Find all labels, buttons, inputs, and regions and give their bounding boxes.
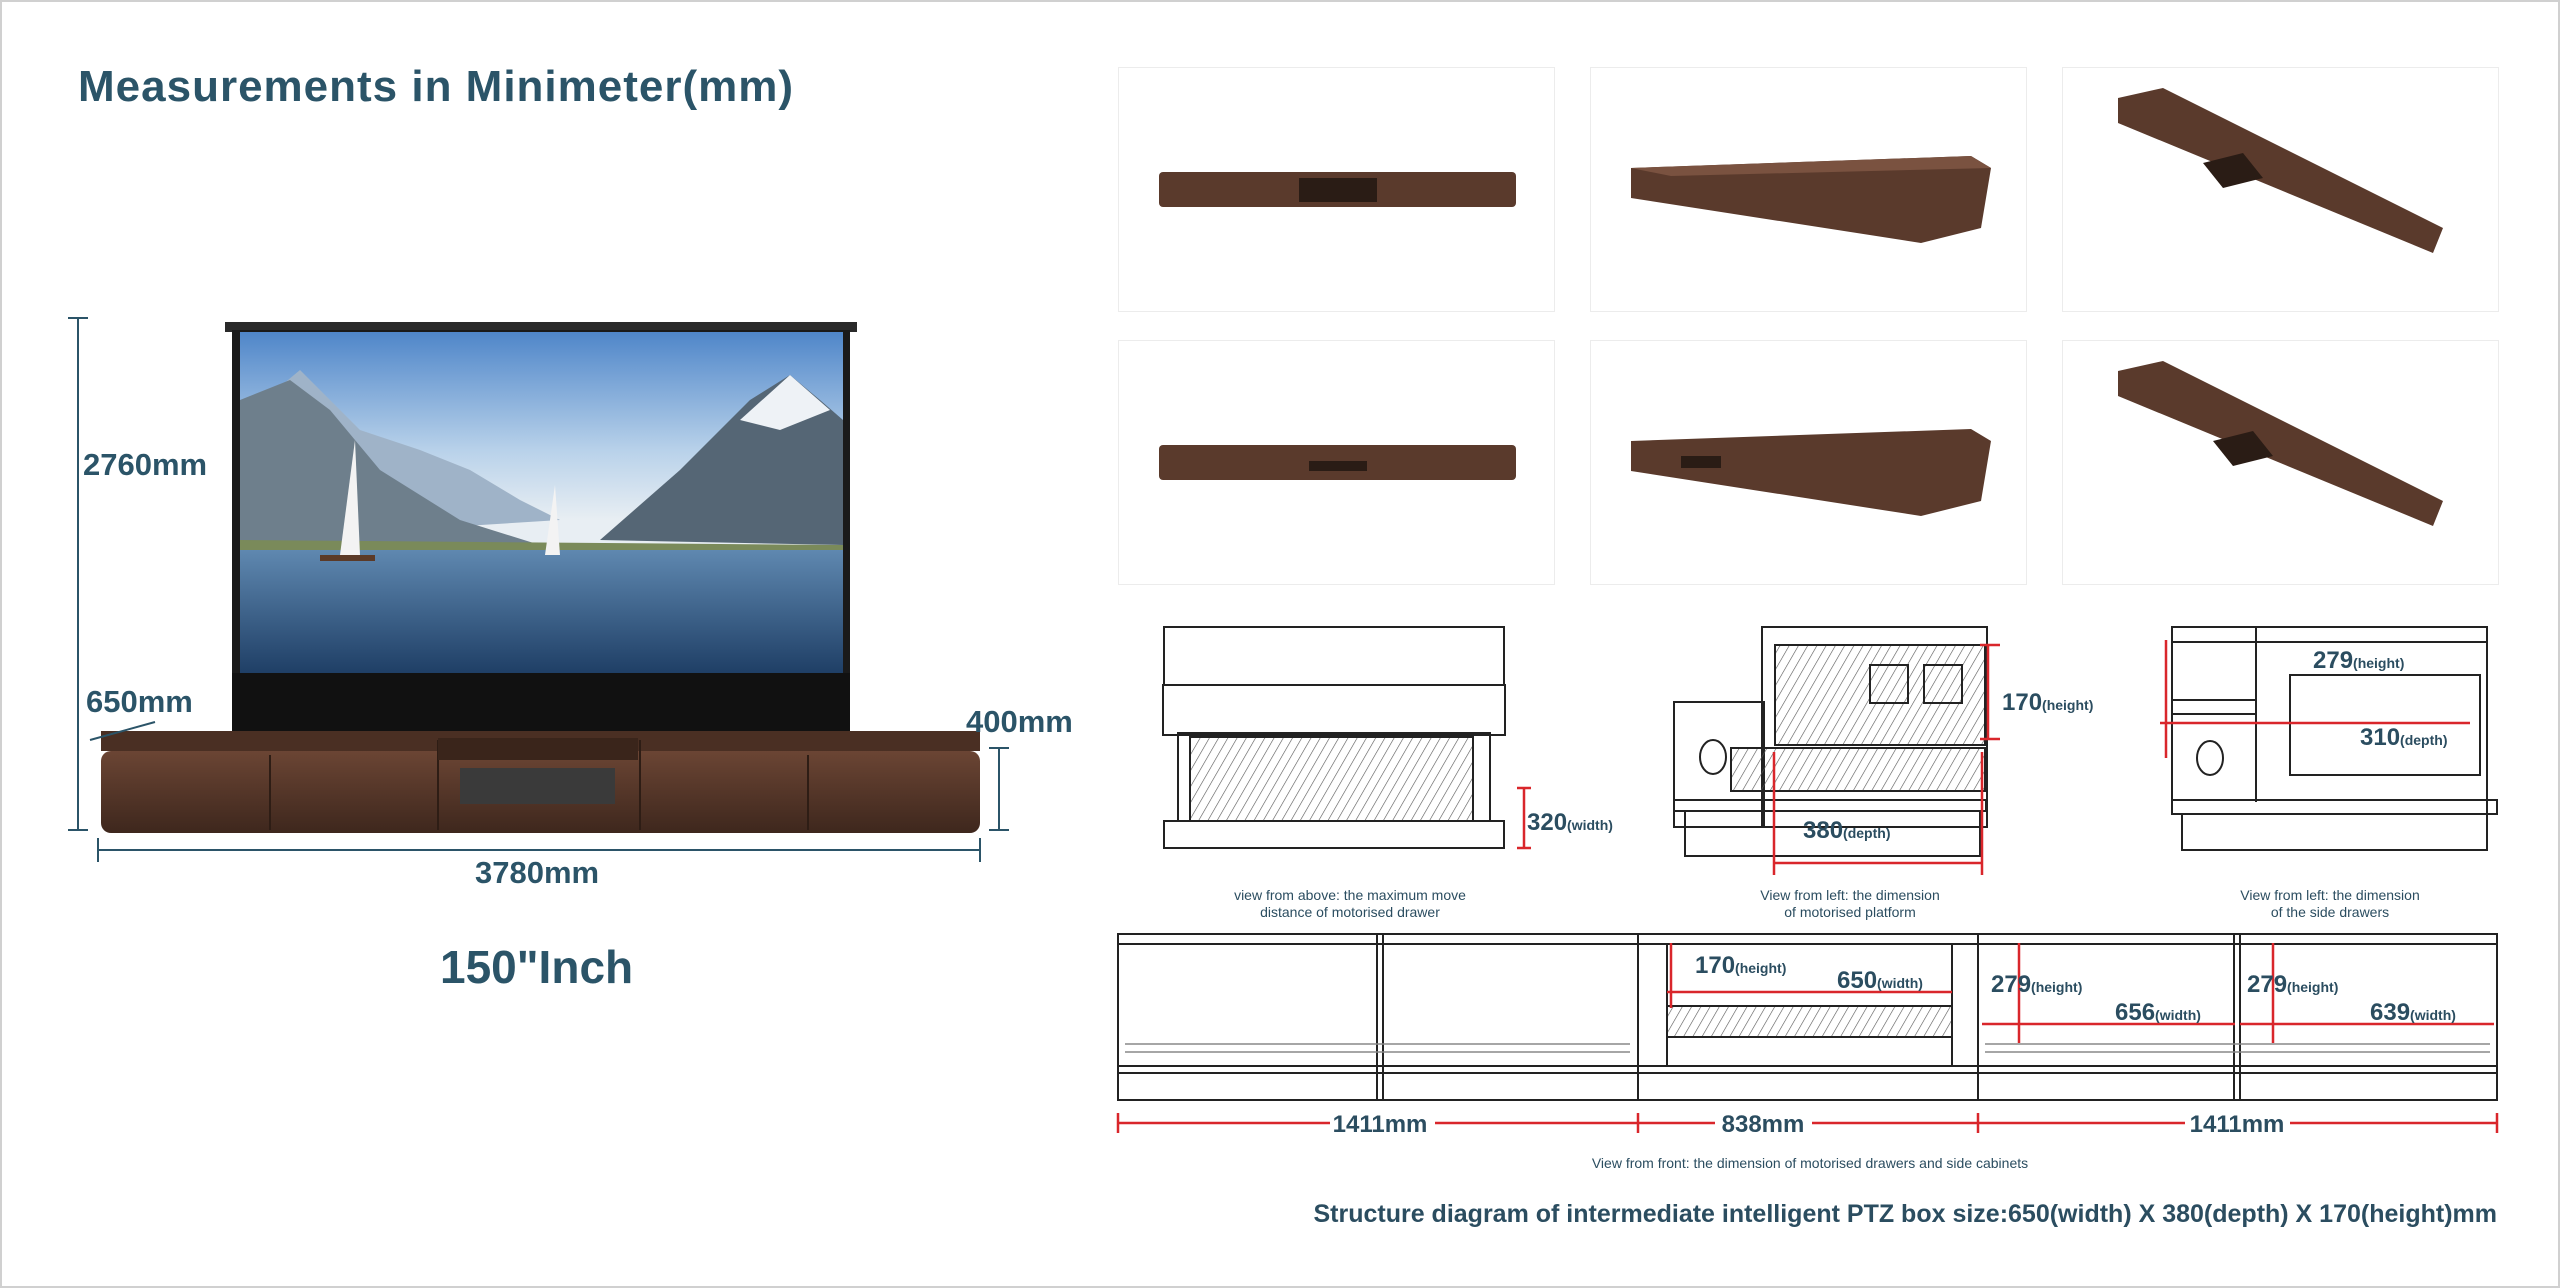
thumbnail-angle-closed[interactable] xyxy=(1590,67,2027,312)
platform-depth-label: 380(depth) xyxy=(1803,817,1890,844)
front-view-caption: View from front: the dimension of motori… xyxy=(1591,1155,2029,1171)
front-right2-height-label: 279(height) xyxy=(2247,971,2338,998)
front-view-drawing xyxy=(1117,933,2498,1101)
depth-label: 650mm xyxy=(86,684,193,719)
center-compartment xyxy=(438,738,638,760)
platform-height-label: 170(height) xyxy=(2002,689,2093,716)
front-center-width-label: 650(width) xyxy=(1837,967,1923,994)
segment-center-label: 838mm xyxy=(1722,1111,1805,1138)
height-label: 2760mm xyxy=(83,447,208,482)
screen-top-bar xyxy=(225,322,857,332)
segment-left-label: 1411mm xyxy=(1333,1111,1428,1138)
thumbnail-top-closed[interactable] xyxy=(2062,67,2499,312)
left-side-drawing xyxy=(2171,626,2498,851)
front-center-height-label: 170(height) xyxy=(1695,952,1786,979)
width-label: 3780mm xyxy=(475,855,600,890)
segment-right-label: 1411mm xyxy=(2190,1111,2285,1138)
thumbnail-top-open[interactable] xyxy=(2062,340,2499,585)
front-right1-height-label: 279(height) xyxy=(1991,971,2082,998)
screen-size-label: 150"Inch xyxy=(440,941,634,993)
top-view-width-label: 320(width) xyxy=(1527,809,1613,836)
thumbnail-front-closed[interactable] xyxy=(1118,67,1555,312)
side-drawer-depth-label: 310(depth) xyxy=(2360,724,2447,751)
front-right2-width-label: 639(width) xyxy=(2370,999,2456,1026)
thumbnail-front-open[interactable] xyxy=(1118,340,1555,585)
front-right1-width-label: 656(width) xyxy=(2115,999,2201,1026)
screen-base xyxy=(232,673,850,731)
page-title: Measurements in Minimeter(mm) xyxy=(78,62,795,111)
structure-diagram-title: Structure diagram of intermediate intell… xyxy=(1313,1200,2497,1228)
screen-image xyxy=(240,332,843,673)
speaker-grille xyxy=(460,768,615,804)
product-illustration xyxy=(68,317,1009,862)
cabinet-height-label: 400mm xyxy=(966,704,1073,739)
thumbnail-angle-open[interactable] xyxy=(1590,340,2027,585)
side-drawer-height-label: 279(height) xyxy=(2313,647,2404,674)
dimension-lines xyxy=(68,317,1009,862)
top-view-drawing xyxy=(1162,626,1506,849)
red-dimension-lines xyxy=(1116,640,2499,1133)
